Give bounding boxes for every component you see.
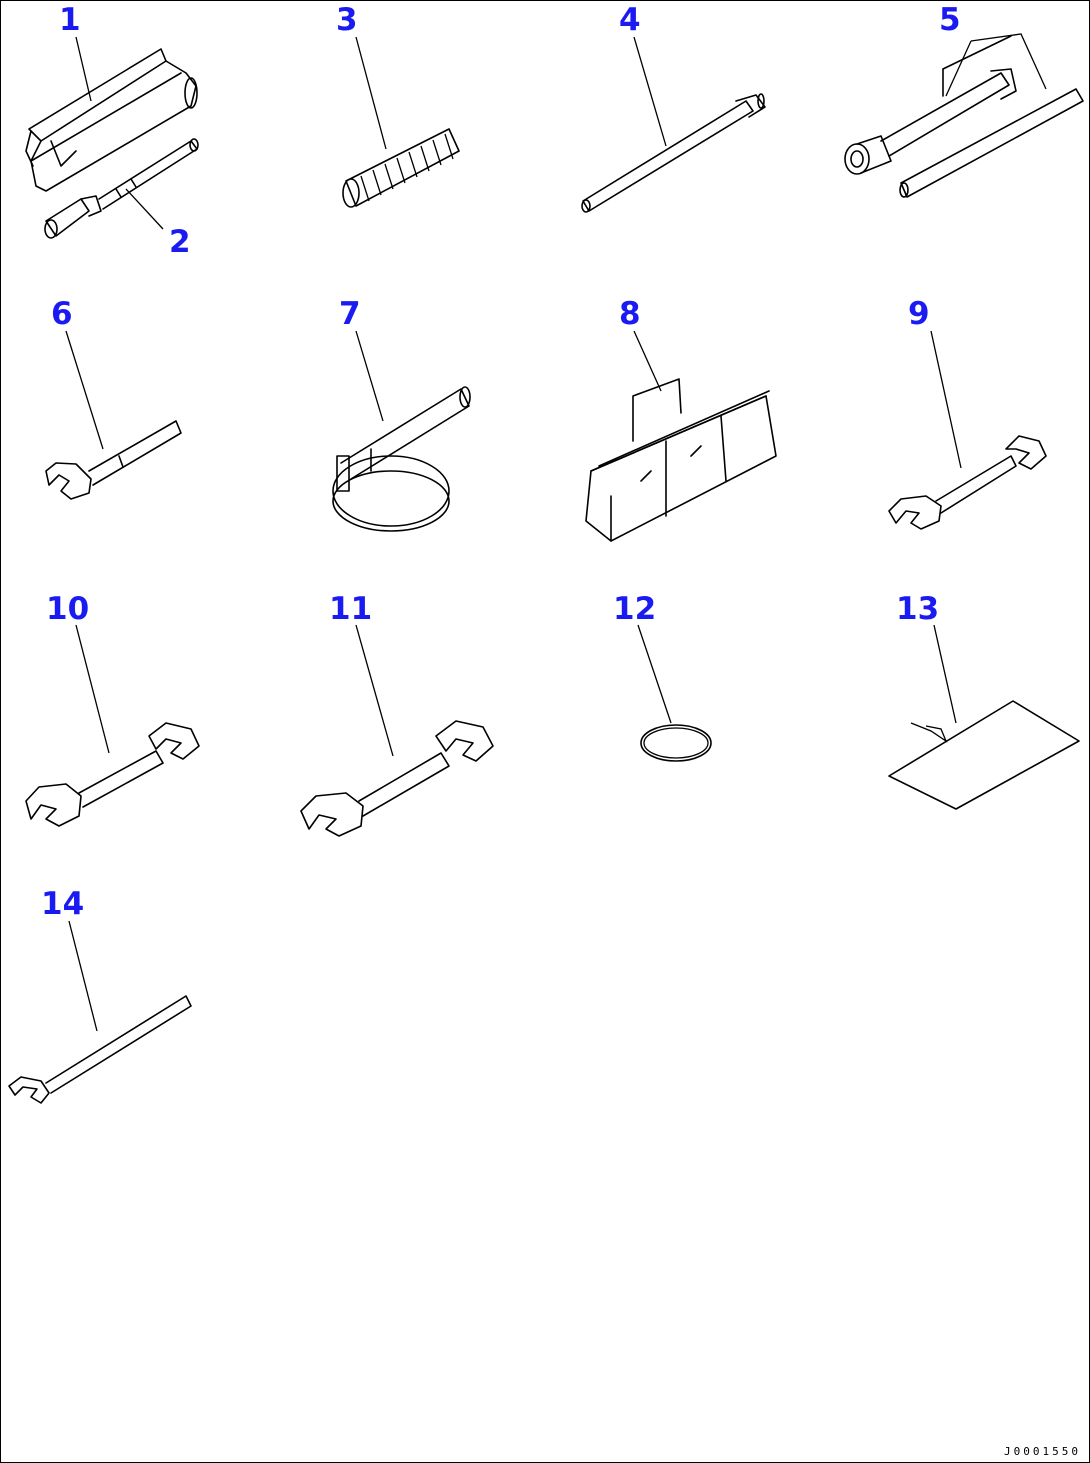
callout-11: 11 <box>329 591 373 627</box>
part-wrench-11 <box>300 720 494 837</box>
part-wrench-small <box>45 420 182 500</box>
callout-14: 14 <box>41 886 85 922</box>
part-rod <box>581 93 766 213</box>
part-tool-bag <box>585 378 777 542</box>
part-wrench-9 <box>888 435 1047 530</box>
callout-5: 5 <box>939 2 961 38</box>
callout-6: 6 <box>51 296 73 332</box>
callout-1: 1 <box>59 2 81 38</box>
leader-lines <box>65 33 1047 1032</box>
callout-2: 2 <box>169 224 191 260</box>
part-grease-gun <box>25 48 198 192</box>
part-socket-wrench <box>844 35 1084 198</box>
callout-3: 3 <box>336 2 358 38</box>
callout-4: 4 <box>619 2 641 38</box>
part-nozzle <box>44 138 199 239</box>
part-coil-spring <box>342 128 460 208</box>
callout-7: 7 <box>339 296 361 332</box>
part-filter-wrench <box>332 386 471 532</box>
callout-10: 10 <box>46 591 90 627</box>
drawing-code: J0001550 <box>1004 1445 1081 1458</box>
callout-13: 13 <box>896 591 940 627</box>
part-tag <box>888 700 1080 810</box>
callout-9: 9 <box>908 296 930 332</box>
part-long-wrench <box>8 995 192 1104</box>
callout-12: 12 <box>613 591 657 627</box>
part-o-ring <box>640 724 712 762</box>
callout-8: 8 <box>619 296 641 332</box>
part-wrench-10 <box>25 722 200 827</box>
